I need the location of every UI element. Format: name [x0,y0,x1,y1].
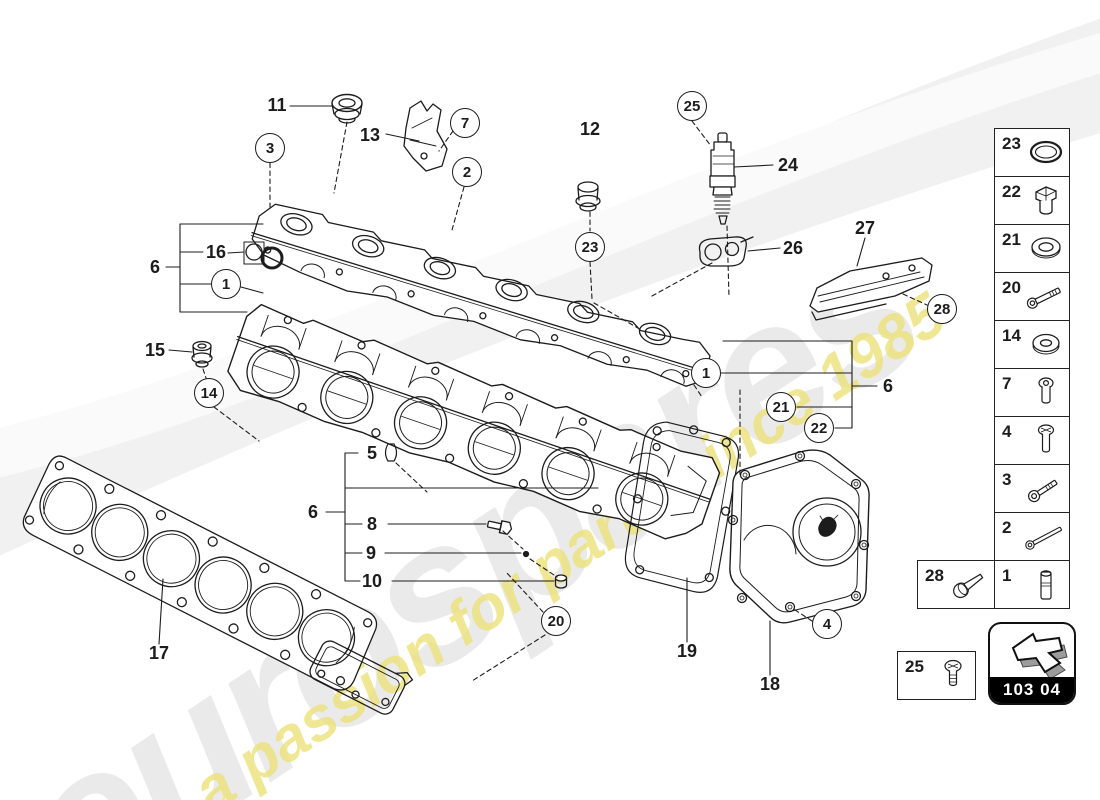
legend-number: 3 [1002,470,1012,489]
legend-number: 21 [1002,230,1021,249]
legend-number: 28 [925,566,944,585]
timing-cover-drawing [727,449,870,624]
label-6-right[interactable]: 6 [882,376,893,396]
label-11[interactable]: 11 [267,95,287,115]
clip-5-drawing [384,443,398,462]
label-19[interactable]: 19 [676,641,698,661]
long-bolt-icon [1026,287,1061,309]
washer-9-drawing [522,550,530,558]
callout-25[interactable]: 25 [677,91,707,121]
legend-number: 23 [1002,134,1021,153]
dowel-pin-icon [1040,570,1052,600]
legend-row-4[interactable]: 4 [994,416,1070,465]
pan-head-screw-icon [944,659,962,687]
rivet-icon [953,573,984,599]
label-6-left[interactable]: 6 [149,257,160,277]
spark-plug-drawing [709,132,736,225]
legend-row-2[interactable]: 2 [994,512,1070,561]
legend-number: 7 [1002,374,1012,393]
callout-21[interactable]: 21 [766,392,796,422]
label-6-center[interactable]: 6 [307,502,318,522]
head-gasket-drawing [22,455,378,691]
legend-row-22[interactable]: 22 [994,176,1070,225]
cylinder-head-drawing [227,303,721,540]
label-5[interactable]: 5 [366,443,377,463]
legend-row-14[interactable]: 14 [994,320,1070,369]
callout-20[interactable]: 20 [541,606,571,636]
cam-seal-drawing [309,640,414,715]
legend-number: 2 [1002,518,1012,537]
label-18[interactable]: 18 [759,674,781,694]
legend-box-25[interactable]: 25 [897,651,976,700]
label-12[interactable]: 12 [579,119,601,139]
clamp-drawing [698,236,754,267]
section-badge[interactable]: 103 04 [988,622,1076,705]
section-code: 103 04 [990,677,1074,703]
callout-1-left[interactable]: 1 [211,269,241,299]
callout-1-right[interactable]: 1 [691,358,721,388]
leader-lines [158,105,878,676]
snap-ring-icon [1029,140,1063,164]
cover-strip-drawing [809,257,933,321]
callout-7[interactable]: 7 [450,108,480,138]
plug-10-drawing [554,574,568,589]
callout-3[interactable]: 3 [255,133,285,163]
label-8[interactable]: 8 [366,514,377,534]
callout-4[interactable]: 4 [812,609,842,639]
sensor-plug-drawing [575,181,601,212]
legend-number: 4 [1002,422,1012,441]
legend-number: 25 [905,657,924,676]
legend-row-1[interactable]: 1 [994,560,1070,609]
legend-number: 1 [1002,566,1012,585]
socket-screw-icon [1038,377,1054,404]
callout-22[interactable]: 22 [804,413,834,443]
label-27[interactable]: 27 [854,218,876,238]
long-screw-icon [1025,526,1062,550]
oil-cap-drawing [331,93,363,124]
label-24[interactable]: 24 [777,155,799,175]
flat-washer-icon [1032,333,1060,355]
legend-row-21[interactable]: 21 [994,224,1070,273]
legend-row-23[interactable]: 23 [994,128,1070,177]
callout-23[interactable]: 23 [575,232,605,262]
label-17[interactable]: 17 [148,643,170,663]
legend-number: 14 [1002,326,1021,345]
legend-row-20[interactable]: 20 [994,272,1070,321]
bracket-drawing [403,100,448,172]
label-13[interactable]: 13 [359,125,381,145]
dashed-leader-lines [202,120,928,682]
pan-screw-icon [1037,424,1055,453]
flange-bolt-icon [1035,186,1057,215]
legend-number: 22 [1002,182,1021,201]
legend-number: 20 [1002,278,1021,297]
washer-icon [1031,237,1061,259]
callout-28[interactable]: 28 [927,294,957,324]
label-15[interactable]: 15 [144,340,166,360]
label-26[interactable]: 26 [782,238,804,258]
arrow-up-left-icon [1011,632,1068,680]
label-16[interactable]: 16 [205,242,227,262]
oring-set-drawing [243,241,284,270]
legend-row-3[interactable]: 3 [994,464,1070,513]
legend-row-28[interactable]: 28 [917,560,995,609]
label-10[interactable]: 10 [361,571,383,591]
angled-screw-icon [1027,479,1058,503]
core-plug-drawing [191,340,213,368]
callout-2[interactable]: 2 [452,157,482,187]
timing-cover-gasket-drawing [624,421,740,593]
legend-row-7[interactable]: 7 [994,368,1070,417]
callout-14[interactable]: 14 [194,378,224,408]
label-9[interactable]: 9 [365,543,376,563]
